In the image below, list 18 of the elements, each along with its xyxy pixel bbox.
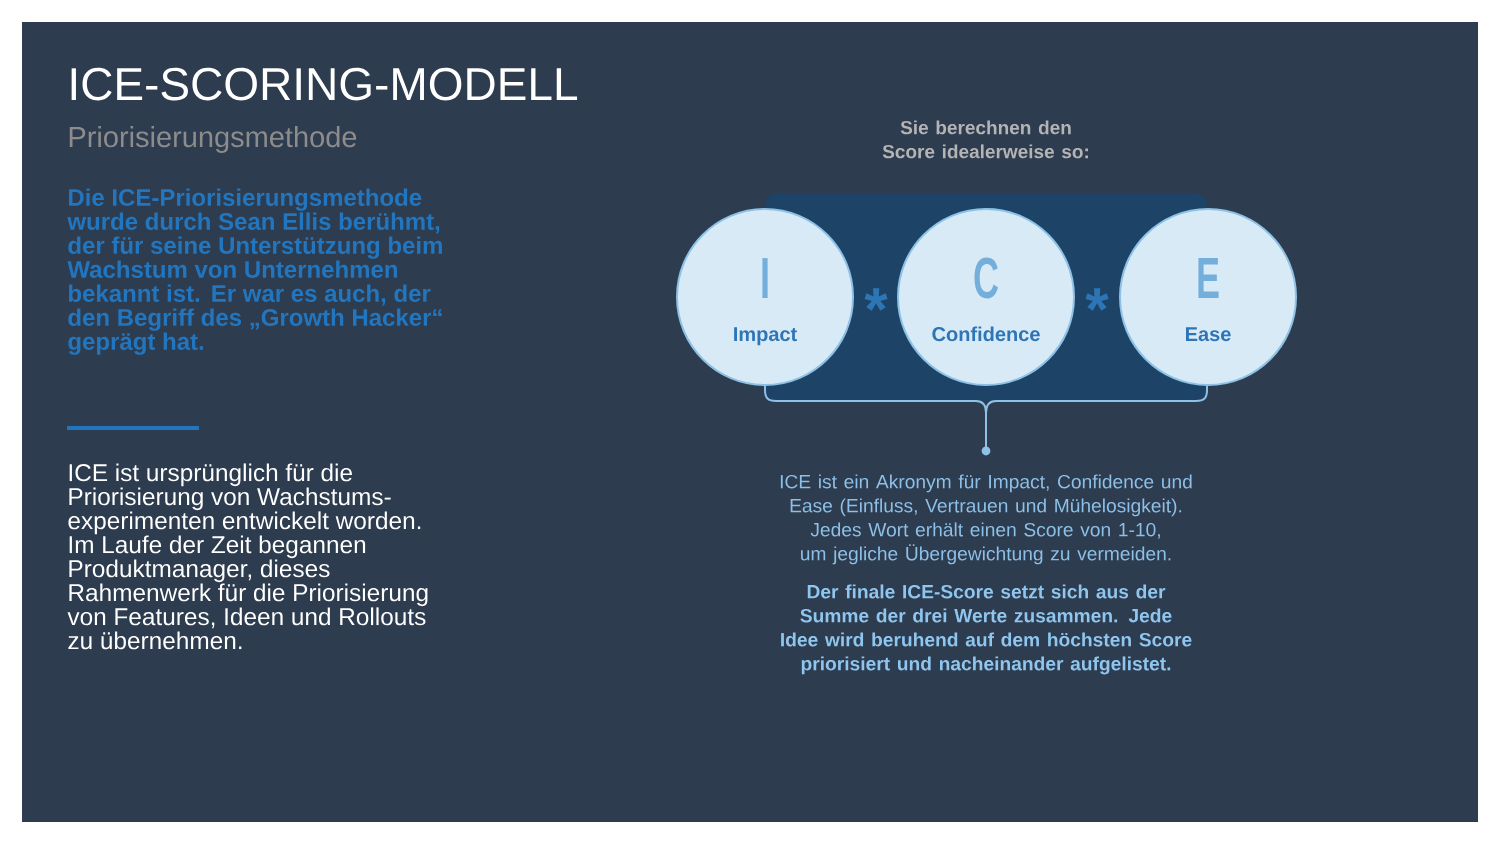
circle-node — [1119, 208, 1297, 386]
subtitle: Priorisierungsmethode — [69, 126, 357, 153]
big-letter: I — [762, 258, 768, 298]
node-label: Impact — [734, 327, 797, 346]
big-letter: C — [974, 257, 998, 299]
operator-sign: * — [864, 288, 888, 311]
description-text: ICE ist ein Akronym für Impact, Confidence und Ease (Einfluss, Vertrauen und Mühelosigkeit). Jedes Wort erhält einen Score von 1-10, um jegliche Übergewichtung zu vermeiden. — [780, 474, 1192, 565]
intro-paragraph: Die ICE-Priorisierungsmethode wurde durch Sean Ellis berühmt, der für seine Unterstützung beim Wachstum von Unternehmen bekannt ist. Er war es auch, der den Begriff des „Growth Hacker“ geprägt hat. — [67, 188, 442, 355]
summary-text: Der finale ICE-Score setzt sich aus der Summe der drei Werte zusammen. Jede Idee wird beruhend auf dem höchsten Score priorisiert und nacheinander aufgelistet. — [781, 584, 1192, 675]
heading: Sie berechnen den Score idealerweise so: — [882, 120, 1088, 159]
title: ICE-SCORING-MODELL — [71, 67, 578, 101]
circle-node — [897, 208, 1075, 386]
operator-sign: * — [1085, 288, 1109, 311]
big-letter: E — [1198, 258, 1219, 298]
circle-node — [676, 208, 854, 386]
node-label: Ease — [1186, 327, 1231, 342]
body-paragraph: ICE ist ursprünglich für die Priorisierung von Wachstums-experimenten entwickelt worden. Im Laufe der Zeit begannen Produktmanager, dieses Rahmenwerk für die Priorisierung von Features, Ideen und Rollouts zu übernehmen. — [67, 463, 428, 650]
node-label: Confidence — [932, 326, 1040, 342]
